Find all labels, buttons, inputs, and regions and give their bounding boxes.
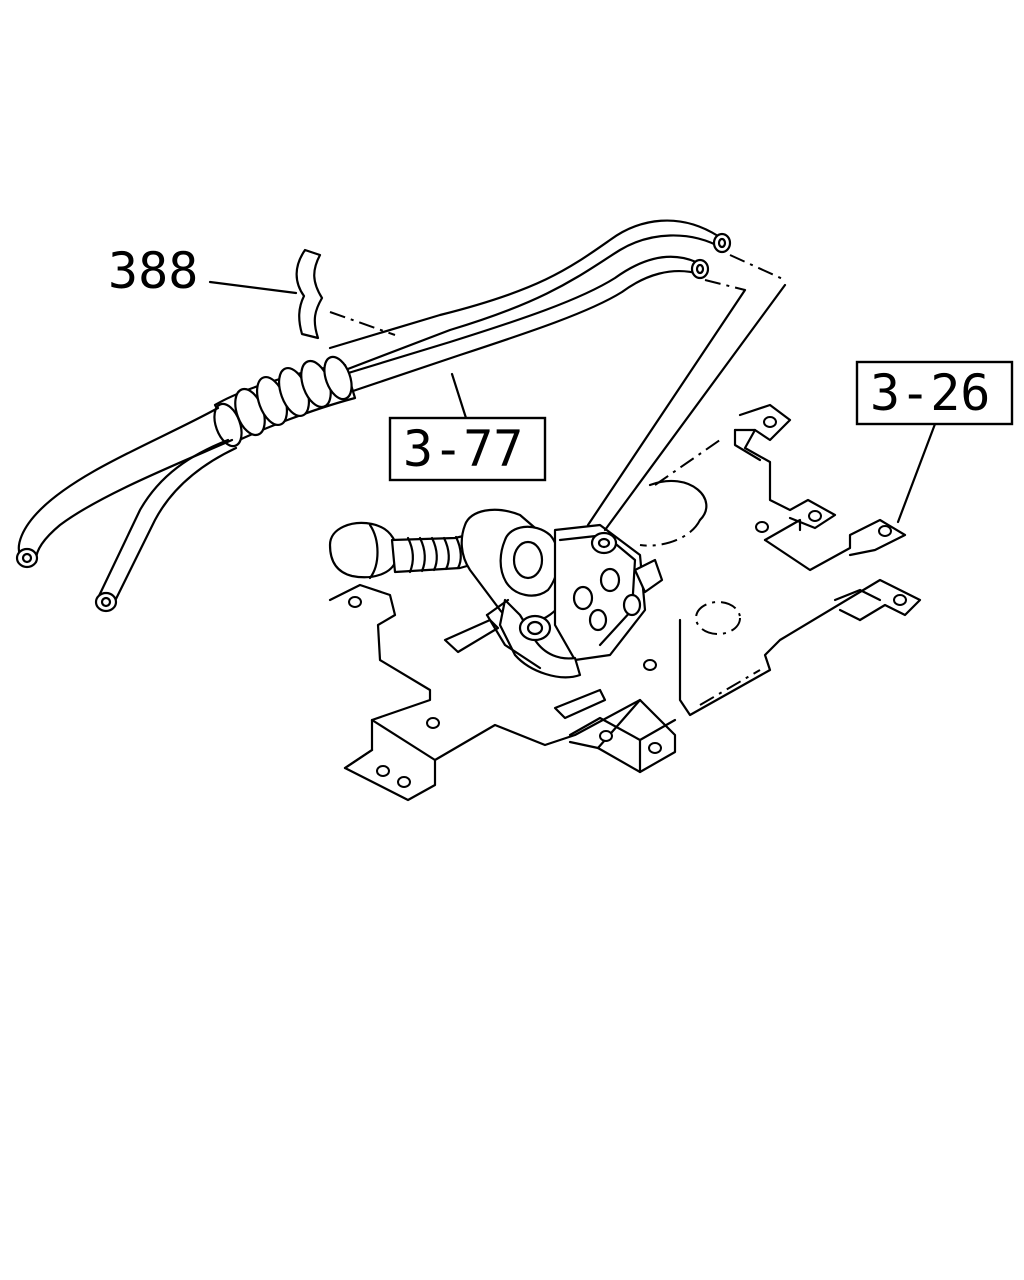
- callout-3-26: 3-26: [855, 360, 1014, 524]
- callout-3-77-label: 3-77: [403, 420, 523, 478]
- hose-assembly: [15, 219, 787, 613]
- callout-3-26-box: [855, 360, 1014, 426]
- callout-388-label: 388: [108, 242, 198, 300]
- callout-3-26-label: 3-26: [870, 364, 990, 422]
- callout-388: 388: [108, 242, 198, 300]
- callout-3-77: 3-77: [388, 372, 547, 482]
- mounting-bracket: [328, 403, 922, 802]
- callout-3-77-box: [388, 416, 547, 482]
- valve-assembly: [328, 508, 664, 679]
- clip-388: [208, 248, 396, 340]
